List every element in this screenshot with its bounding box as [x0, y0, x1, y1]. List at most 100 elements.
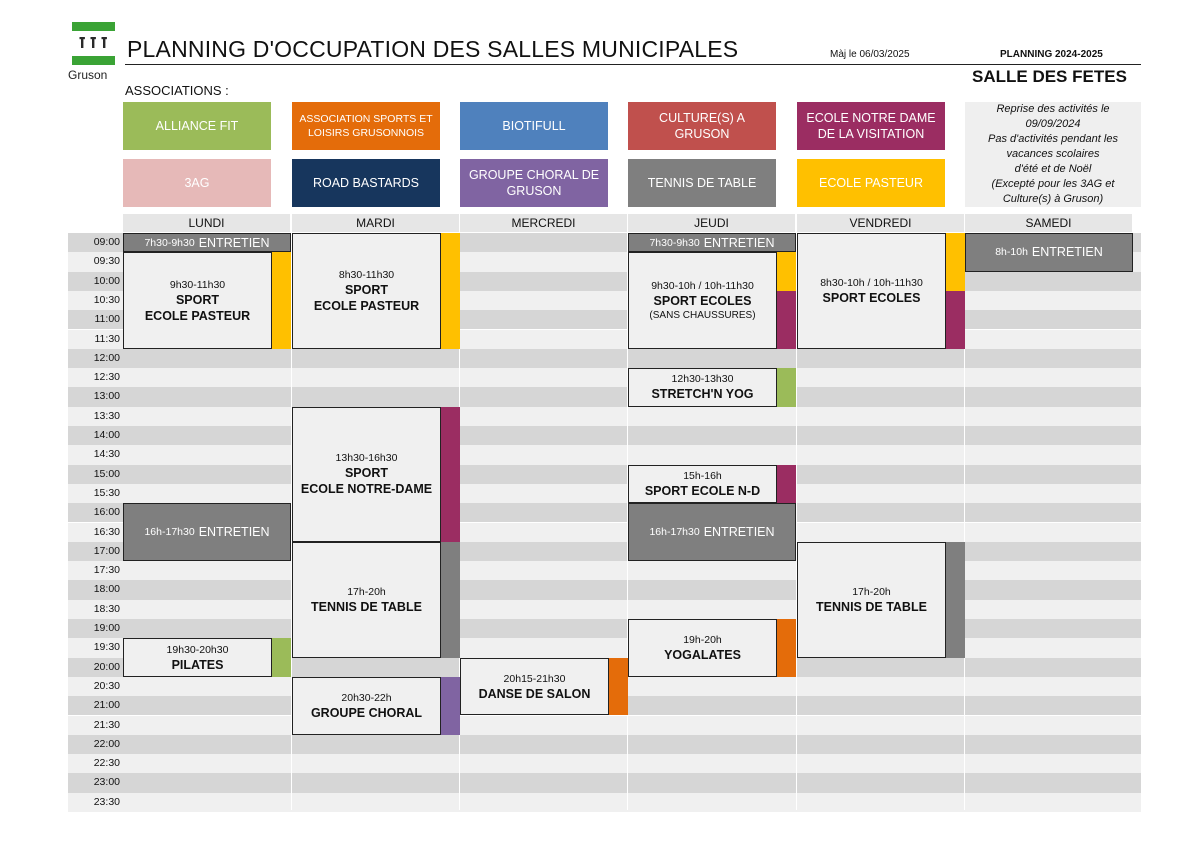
day-header: JEUDI [628, 214, 795, 232]
associations-label: ASSOCIATIONS : [125, 83, 229, 98]
time-row [68, 464, 1141, 484]
legend-sag: 3AG [123, 159, 271, 207]
time-label: 09:00 [93, 236, 120, 248]
slot-time: 17h-20h [347, 585, 386, 598]
time-row [68, 348, 1141, 369]
slot-activity: SPORT ECOLE PASTEUR [144, 292, 251, 323]
room-name: SALLE DES FETES [972, 67, 1127, 86]
column-separator [291, 214, 292, 810]
slot-activity: TENNIS DE TABLE [816, 599, 927, 614]
note-line: vacances scolaires [1006, 148, 1100, 160]
legend-biotifull: BIOTIFULL [460, 102, 608, 150]
association-color-strip [272, 638, 291, 677]
slot-activity: ENTRETIEN [703, 525, 775, 540]
time-label: 20:30 [93, 679, 120, 692]
column-separator [796, 214, 797, 810]
time-label: 22:00 [93, 737, 120, 750]
time-row [68, 387, 1141, 407]
time-label: 17:30 [93, 564, 120, 577]
legend-label: ECOLE NOTRE DAME DE LA VISITATION [806, 111, 936, 141]
column-separator [627, 214, 628, 810]
day-header: LUNDI [123, 214, 290, 232]
slot-time: 13h30-16h30 [335, 452, 398, 465]
time-row [68, 715, 1141, 735]
slot-time: 19h-20h [683, 633, 722, 646]
slot-activity: TENNIS DE TABLE [311, 599, 422, 614]
time-row [68, 792, 1141, 812]
column-separator [964, 214, 965, 810]
time-label: 14:00 [93, 429, 120, 441]
slot-activity: STRETCH'N YOG [651, 387, 754, 402]
time-row [68, 368, 1141, 388]
association-color-strip [946, 233, 965, 291]
legend-label: GROUPE CHORAL DE GRUSON [468, 168, 600, 198]
logo-text: Gruson [68, 68, 108, 82]
note-line: (Excepté pour les 3AG et [991, 178, 1115, 190]
day-header: SAMEDI [965, 214, 1132, 232]
time-label: 21:00 [93, 699, 120, 712]
time-label: 19:30 [93, 641, 120, 654]
time-row [68, 773, 1141, 793]
time-row [68, 619, 1141, 639]
slot-time: 17h-20h [852, 585, 891, 598]
time-label: 13:30 [93, 409, 120, 422]
legend-label: ECOLE PASTEUR [819, 176, 923, 190]
slot-time: 8h30-10h / 10h-11h30 [820, 276, 923, 289]
time-row [68, 426, 1141, 446]
time-label: 12:00 [93, 351, 120, 364]
slot-activity: DANSE DE SALON [478, 686, 591, 701]
legend-pasteur: ECOLE PASTEUR [797, 159, 945, 207]
time-label: 12:30 [93, 371, 120, 384]
slot-activity: SPORT ECOLE N-D [644, 483, 761, 498]
gruson-emblem-icon [72, 22, 115, 65]
title-divider [125, 64, 1141, 65]
time-row [68, 580, 1141, 600]
slot-activity: ENTRETIEN [1031, 245, 1103, 260]
note-line: Pas d'activités pendant les [988, 133, 1118, 145]
legend-label: TENNIS DE TABLE [647, 176, 757, 190]
legend-road: ROAD BASTARDS [292, 159, 440, 207]
time-label: 09:30 [93, 255, 120, 268]
association-color-strip [946, 541, 965, 658]
time-label: 18:00 [93, 583, 120, 596]
time-label: 17:00 [93, 544, 120, 557]
time-label: 21:30 [93, 718, 120, 731]
association-color-strip [777, 290, 796, 349]
slot-time: 16h-17h30 [144, 526, 195, 539]
note-line: Culture(s) à Gruson) [1002, 193, 1104, 205]
association-color-strip [272, 252, 291, 349]
association-color-strip [441, 541, 460, 658]
slot-time: 9h30-10h / 10h-11h30 [651, 279, 754, 292]
time-label: 16:30 [93, 525, 120, 538]
slot-time: 20h15-21h30 [503, 672, 566, 685]
slot-activity: SPORT ECOLES [822, 290, 921, 305]
slot-activity: ENTRETIEN [198, 235, 270, 250]
legend-alliance_fit: ALLIANCE FIT [123, 102, 271, 150]
schedule-note: Reprise des activités le 09/09/2024 Pas … [965, 102, 1141, 207]
note-line: d'été et de Noël [1014, 163, 1092, 175]
time-label: 10:00 [93, 274, 120, 287]
legend-notre_dame: ECOLE NOTRE DAME DE LA VISITATION [797, 102, 945, 150]
time-label: 22:30 [93, 757, 120, 770]
note-line: 09/09/2024 [1025, 118, 1081, 130]
slot-activity: ENTRETIEN [703, 235, 775, 250]
slot-activity: PILATES [171, 657, 224, 672]
